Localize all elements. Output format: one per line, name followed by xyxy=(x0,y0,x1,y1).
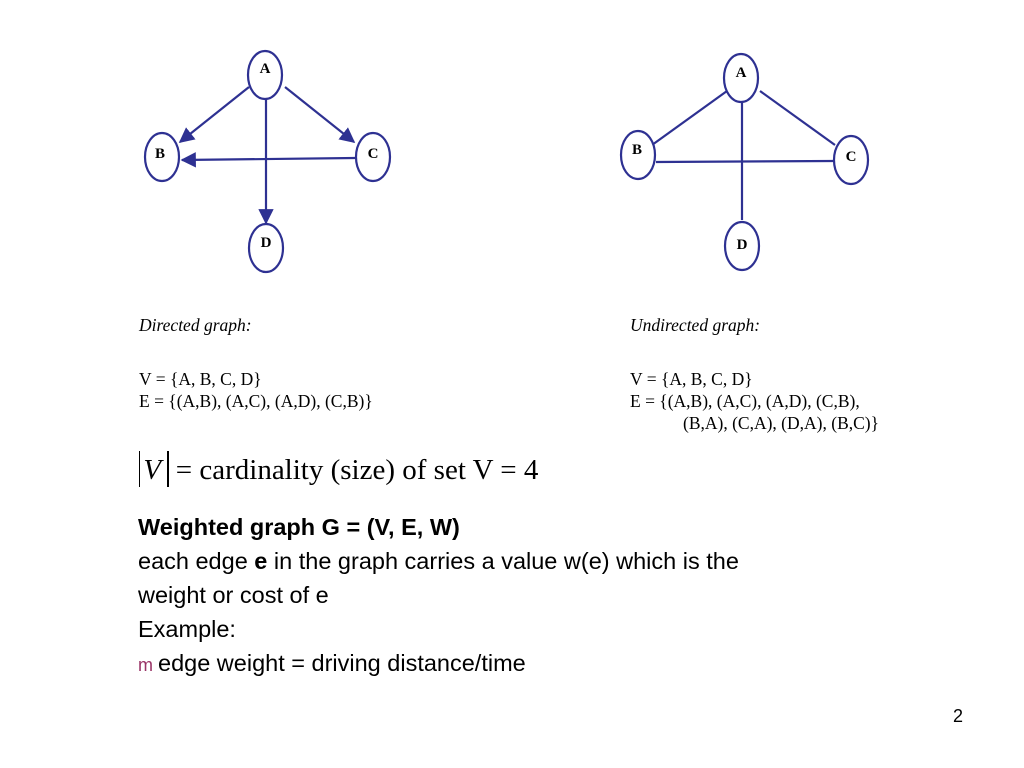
directed-edge-set: E = {(A,B), (A,C), (A,D), (C,B)} xyxy=(139,391,373,411)
edge-a-b xyxy=(178,86,250,143)
node-d-label: D xyxy=(261,235,272,251)
uedge-b-c xyxy=(655,159,834,164)
unode-a xyxy=(722,52,760,104)
edge-c-b xyxy=(180,152,356,168)
directed-caption: Directed graph: xyxy=(139,315,252,335)
undirected-graph: A B C D xyxy=(619,52,870,272)
directed-description: Directed graph: V = {A, B, C, D} E = {(A… xyxy=(139,314,373,412)
node-d xyxy=(247,222,285,274)
undirected-vertex-set: V = {A, B, C, D} xyxy=(630,369,753,389)
unode-d-label: D xyxy=(737,237,748,253)
formula-variable: V xyxy=(143,454,162,486)
weighted-line1: each edge e in the graph carries a value… xyxy=(138,548,739,574)
edge-e-bold: e xyxy=(254,548,268,574)
abs-bar-right xyxy=(167,451,169,487)
m-bullet-icon: m xyxy=(138,655,153,675)
node-c xyxy=(354,131,392,183)
cardinality-formula: V = cardinality (size) of set V = 4 xyxy=(139,450,538,490)
undirected-edge-set-line1: E = {(A,B), (A,C), (A,D), (C,B), xyxy=(630,391,860,411)
directed-graph: A B C D A B C D xyxy=(143,49,870,274)
node-b-label: B xyxy=(155,146,165,162)
undirected-description: Undirected graph: V = {A, B, C, D} E = {… xyxy=(630,314,879,434)
node-a xyxy=(246,49,284,101)
bullet-text: edge weight = driving distance/time xyxy=(158,650,526,676)
uedge-a-c xyxy=(759,90,836,146)
abs-bar-left xyxy=(139,451,141,487)
directed-vertex-set: V = {A, B, C, D} xyxy=(139,369,262,389)
unode-b-label: B xyxy=(632,142,642,158)
page-number: 2 xyxy=(952,706,963,726)
unode-d xyxy=(723,220,761,272)
uedge-a-b xyxy=(651,90,728,146)
unode-c xyxy=(832,134,870,186)
formula-text: = cardinality (size) of set V = 4 xyxy=(175,454,539,486)
unode-a-label: A xyxy=(736,65,747,81)
weighted-graph-title: Weighted graph G = (V, E, W) xyxy=(138,514,460,540)
weighted-line2: weight or cost of e xyxy=(138,582,329,608)
node-a-label: A xyxy=(260,61,271,77)
node-b xyxy=(143,131,181,183)
node-c-label: C xyxy=(368,146,379,162)
unode-b xyxy=(619,129,657,181)
unode-c-label: C xyxy=(846,149,857,165)
undirected-edge-set-line2: (B,A), (C,A), (D,A), (B,C)} xyxy=(683,413,880,433)
example-label: Example: xyxy=(138,616,236,642)
edge-a-c xyxy=(284,86,356,143)
weighted-graph-section: Weighted graph G = (V, E, W) each edge e… xyxy=(138,510,898,682)
undirected-caption: Undirected graph: xyxy=(630,315,761,335)
